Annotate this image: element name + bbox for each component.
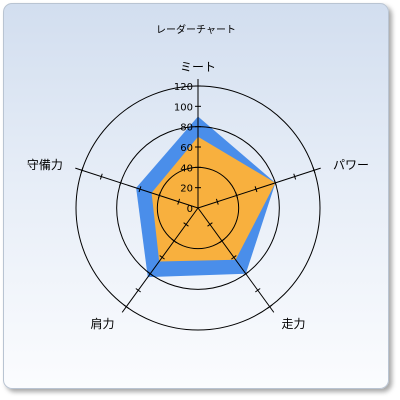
tick-mark	[215, 198, 219, 205]
tick-mark	[293, 173, 297, 180]
tick-mark	[231, 255, 237, 260]
tick-label-100: 100	[174, 102, 193, 113]
tick-mark	[99, 173, 103, 180]
tick-label-20: 20	[180, 184, 193, 195]
tick-mark	[255, 288, 261, 293]
axis-spoke-3	[197, 207, 275, 313]
tick-mark	[219, 238, 225, 244]
tick-mark	[80, 167, 84, 174]
tick-mark	[135, 288, 141, 293]
tick-mark	[235, 192, 239, 199]
tick-mark	[119, 179, 123, 186]
tick-mark	[177, 198, 181, 205]
tick-mark	[183, 222, 189, 227]
tick-mark	[243, 271, 249, 276]
axis-spoke-2	[197, 167, 321, 209]
chart-title: レーダーチャート	[156, 25, 236, 36]
category-label-5: 守備力	[27, 157, 63, 172]
tick-mark	[159, 255, 165, 260]
tick-mark	[266, 304, 273, 309]
tick-mark	[312, 167, 316, 174]
series-2-area	[151, 136, 276, 262]
tick-label-40: 40	[180, 163, 193, 174]
category-label-3: 走力	[281, 317, 305, 331]
category-label-4: 肩力	[91, 316, 115, 331]
axis-spoke-4	[121, 207, 199, 313]
axis-spoke-5	[75, 167, 199, 209]
category-label-1: ミート	[180, 60, 216, 74]
tick-mark	[207, 222, 213, 227]
tick-mark	[171, 238, 177, 244]
tick-label-120: 120	[174, 82, 193, 93]
tick-label-80: 80	[180, 123, 193, 134]
tick-mark	[254, 186, 258, 193]
category-label-2: パワー	[333, 158, 369, 172]
tick-mark	[147, 271, 153, 276]
tick-mark	[138, 186, 142, 193]
tick-mark	[157, 192, 161, 199]
tick-label-0: 0	[187, 204, 193, 215]
tick-mark	[273, 179, 277, 186]
tick-mark	[123, 304, 130, 309]
tick-label-60: 60	[180, 143, 193, 154]
